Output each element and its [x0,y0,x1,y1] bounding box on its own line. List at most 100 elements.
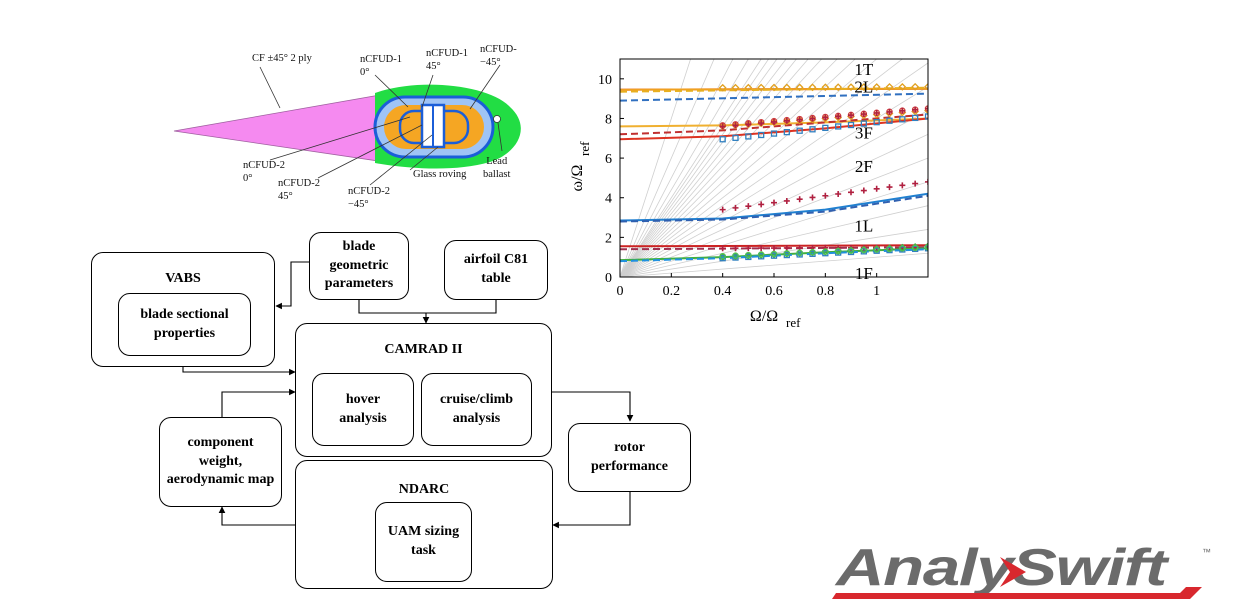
marker-circle [847,247,855,254]
marker-circle [886,245,893,253]
logo-underline [832,587,1202,599]
marker-square [732,134,739,141]
marker-plus [745,121,752,128]
x-axis-label-sub: ref [786,315,801,330]
marker-plus [912,180,919,187]
x-tick-label: 0.2 [663,284,681,299]
marker-plus [758,245,765,252]
marker-circle [822,248,829,255]
marker-plus [886,108,893,115]
marker-square [796,127,803,134]
marker-circle [911,244,919,252]
series-line [620,117,928,141]
marker-diamond [757,83,766,92]
x-tick-label: 0 [617,284,624,299]
cross-section-figure: CF ±45° 2 ply nCFUD-1 0° nCFUD-1 45° nCF… [160,35,560,220]
marker-diamond [911,82,920,91]
plot-area [620,59,928,277]
marker-diamond [847,83,855,92]
blade-geometry-box: blade geometric parameters [309,232,409,300]
marker-square [886,117,893,124]
marker-plus [771,245,777,252]
marker-diamond [872,83,881,91]
component-map-box: component weight, aerodynamic map [159,417,282,507]
mode-label: 3F [855,123,873,142]
fan-line [620,59,715,277]
label-ncfud2-0: nCFUD-2 0° [243,160,286,185]
marker-square [835,123,842,130]
marker-plus [719,123,726,130]
fan-line [620,59,762,277]
fan-line [620,59,856,277]
marker-plus [719,206,726,213]
marker-plus [873,110,880,117]
vabs-inner-box: blade sectional properties [118,293,251,356]
marker-square [924,113,928,120]
marker-plus [745,245,752,252]
marker-diamond [731,83,740,92]
fan-line [620,59,778,277]
label-ncfud1-0: nCFUD-1 0° [360,54,403,79]
marker-square [809,126,816,133]
series-line [620,113,928,136]
marker-circle [719,252,726,260]
marker-square [783,128,790,136]
rotor-performance-box: rotor performance [568,423,691,492]
marker-plus [771,199,777,206]
marker-plus [822,192,829,199]
airfoil-c81-box: airfoil C81 table [444,240,548,300]
fan-line [620,205,928,277]
logo-tm: ™ [1202,547,1211,557]
marker-diamond [718,83,727,92]
y-tick-label: 2 [605,231,612,246]
fan-line [620,62,928,277]
marker-plus [860,187,867,194]
fan-line [620,110,928,277]
marker-diamond [924,82,928,91]
marker-circle [745,251,752,259]
marker-plus [809,194,816,201]
label-ncfud2-45: nCFUD-2 45° [278,178,321,203]
y-tick-label: 10 [598,73,612,88]
fan-line [620,59,749,277]
y-axis-label-sub: ref [577,141,592,156]
marker-plus [899,107,906,114]
marker-circle [783,250,791,257]
marker-plus [899,182,906,189]
fan-line [620,59,787,277]
marker-diamond [782,83,791,92]
marker-circle [860,246,868,254]
marker-plus [925,178,928,185]
series-line [620,194,928,223]
label-lead: Lead ballast [483,156,511,181]
uam-sizing-box: UAM sizing task [375,502,472,582]
logo-mark: AnalySwift ™ [832,539,1211,599]
x-tick-label: 0.8 [817,284,835,299]
marker-square [873,119,880,126]
marker-diamond [834,83,843,92]
fan-line [620,59,734,277]
fan-line [620,59,769,277]
marker-plus [783,117,790,124]
marker-plus [848,189,854,196]
x-axis-label: Ω/Ω [750,308,778,325]
marker-square [745,133,752,140]
marker-plus [873,185,880,192]
y-tick-label: 4 [605,192,612,207]
marker-plus [822,114,829,121]
mode-label: 1T [854,60,874,79]
marker-plus [732,122,739,129]
marker-plus [912,106,919,113]
camrad-title: CAMRAD II [384,342,463,357]
mode-label: 1F [855,264,873,283]
marker-square [822,124,829,132]
leader-lines [259,64,503,186]
analyswift-logo: AnalySwift ™ [830,535,1220,605]
fan-line [620,59,691,277]
marker-diamond [885,83,894,91]
marker-plus [758,201,765,208]
label-ncfud2-m45: nCFUD-2 −45° [348,186,391,211]
marker-square [719,136,726,143]
marker-plus [835,191,842,198]
